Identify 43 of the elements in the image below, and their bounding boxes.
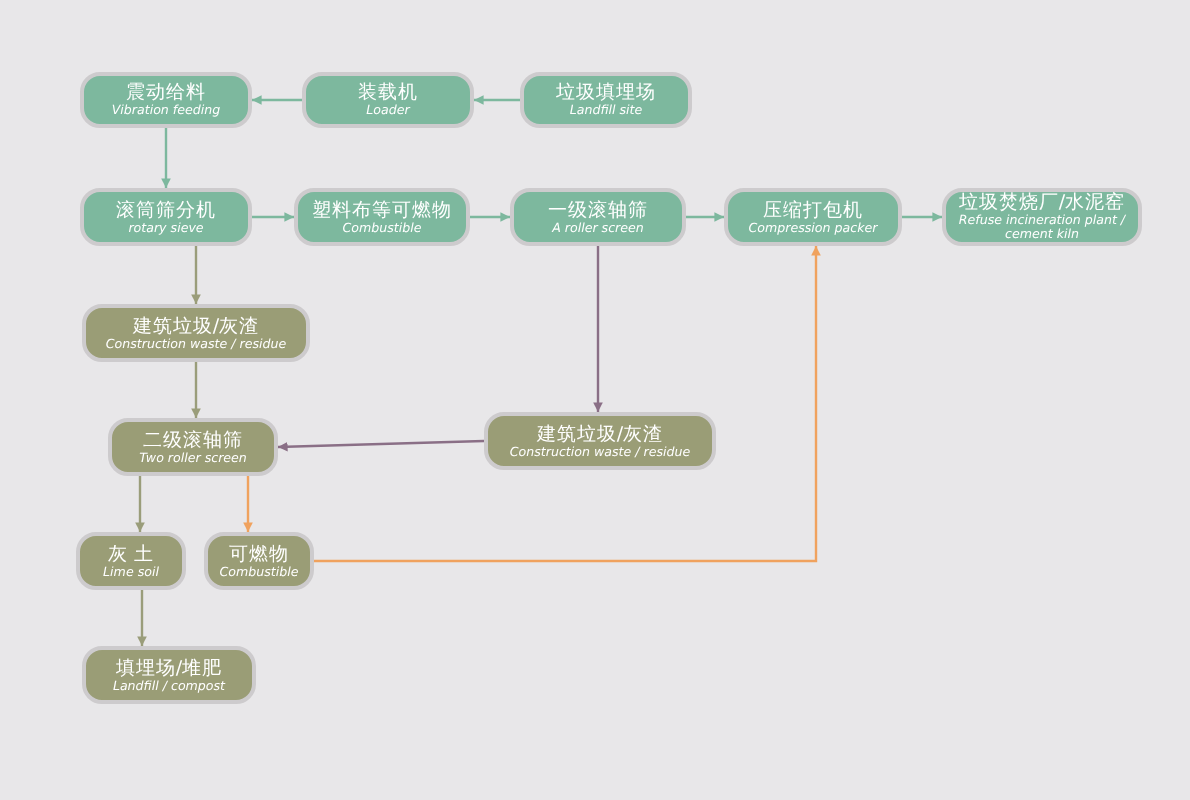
arrow bbox=[191, 362, 201, 418]
arrow bbox=[686, 212, 724, 222]
process-box bbox=[80, 72, 252, 128]
node-label: 垃圾焚烧厂/水泥窑 bbox=[958, 192, 1126, 214]
node-label: 垃圾填埋场 bbox=[556, 82, 656, 104]
arrow bbox=[191, 246, 201, 304]
arrow bbox=[902, 212, 942, 222]
node-label: 一级滚轴筛 bbox=[548, 199, 648, 221]
node-label: 建筑垃圾/灰渣 bbox=[132, 315, 260, 337]
process-box bbox=[82, 304, 310, 362]
node-label: 震动给料 bbox=[126, 82, 206, 104]
node-label: 滚筒筛分机 bbox=[116, 199, 216, 221]
process-box bbox=[204, 532, 314, 590]
node-label: 填埋场/堆肥 bbox=[115, 657, 223, 679]
arrow bbox=[243, 476, 253, 532]
process-box bbox=[510, 188, 686, 246]
process-box bbox=[80, 188, 252, 246]
arrow bbox=[470, 212, 510, 222]
node-label: 二级滚轴筛 bbox=[143, 429, 243, 451]
process-box bbox=[294, 188, 470, 246]
node-label: 可燃物 bbox=[229, 543, 289, 565]
node-label: 压缩打包机 bbox=[763, 199, 863, 221]
process-box bbox=[76, 532, 186, 590]
process-box bbox=[724, 188, 902, 246]
process-box bbox=[520, 72, 692, 128]
arrow bbox=[161, 128, 171, 188]
process-box bbox=[302, 72, 474, 128]
node-label: 灰 土 bbox=[107, 543, 155, 565]
arrow bbox=[593, 246, 603, 412]
process-box bbox=[82, 646, 256, 704]
process-box bbox=[484, 412, 716, 470]
node-label: 塑料布等可燃物 bbox=[312, 199, 452, 221]
arrow bbox=[314, 246, 821, 563]
arrow bbox=[135, 476, 145, 532]
process-box bbox=[108, 418, 278, 476]
arrow bbox=[137, 590, 147, 646]
node-label: 建筑垃圾/灰渣 bbox=[536, 423, 664, 445]
arrow bbox=[474, 95, 520, 105]
node-label: 装载机 bbox=[358, 82, 418, 104]
process-box bbox=[942, 188, 1142, 246]
arrow bbox=[252, 212, 294, 222]
arrow bbox=[277, 439, 485, 452]
arrow bbox=[252, 95, 302, 105]
